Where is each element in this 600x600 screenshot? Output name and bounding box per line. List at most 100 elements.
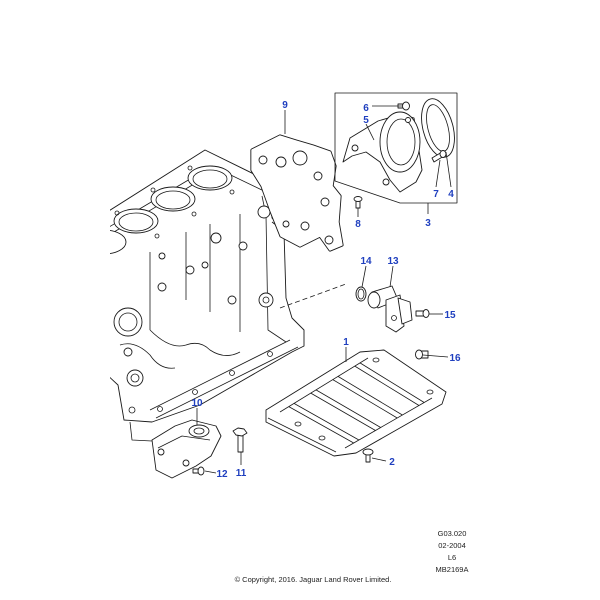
seal-housing-ring [379, 111, 421, 173]
bracket-boss-bore [193, 427, 205, 435]
bolt-head [197, 466, 205, 476]
callout-4: 4 [448, 189, 454, 200]
part-6-bolt [397, 101, 410, 111]
part-10-bracket [151, 419, 222, 479]
ladder-bolt-hole [318, 435, 326, 441]
bracket-edge [157, 435, 211, 449]
seal-outer [421, 98, 455, 158]
gasket-hole [292, 150, 308, 166]
callout-11: 11 [236, 468, 247, 479]
sensor-connector [397, 297, 413, 325]
ladder-frame-outline [265, 349, 447, 457]
gasket-hole [258, 155, 268, 165]
block-boss [227, 295, 237, 305]
diagram-footer: G03.020 02-2004 L6 MB2169A © Copyright, … [235, 529, 469, 584]
seal-housing-hole [382, 178, 390, 186]
leader-2 [371, 457, 387, 462]
bolt-head [353, 196, 363, 202]
lower-flange-edge [149, 339, 291, 411]
block-boss [126, 369, 144, 387]
ladder-cross-member [288, 403, 360, 444]
gasket-hole [324, 235, 334, 245]
ladder-bolt-hole [372, 357, 380, 363]
bracket-location-line [129, 421, 153, 442]
ladder-front-rail [279, 357, 369, 413]
bracket-hole [182, 459, 190, 467]
deck-bolt-hole [191, 211, 197, 217]
part-15-bolt [415, 309, 430, 318]
crankcase-curve [119, 343, 176, 369]
leader-14 [361, 265, 367, 288]
bolt-head [362, 448, 374, 456]
leader-16 [422, 354, 449, 358]
callout-14: 14 [360, 256, 372, 267]
gasket-hole [313, 171, 323, 181]
bolt-head [402, 101, 410, 111]
diagram-date: 02-2004 [438, 541, 466, 550]
ladder-cross-member [310, 389, 381, 431]
deck-bolt-hole [114, 210, 120, 216]
cylinder-wall-1 [192, 169, 228, 189]
lower-flange-edge [155, 346, 299, 419]
flange-hole [267, 351, 273, 357]
leader-12 [204, 470, 217, 474]
part-4-seal [421, 98, 455, 158]
bolt-head [422, 309, 430, 318]
bolt-head [439, 150, 447, 158]
block-boss [238, 241, 248, 251]
callout-6: 6 [363, 103, 369, 114]
sensor-location-line [279, 283, 347, 309]
deck-bolt-hole [229, 189, 235, 195]
ladder-bolt-hole [426, 389, 434, 395]
callout-7: 7 [433, 189, 439, 200]
gasket-hole [320, 197, 330, 207]
part-12-bolt [192, 466, 205, 476]
part-7-bolt [431, 150, 447, 163]
bearing-opening-inner [118, 312, 138, 332]
seal-housing-hole [351, 144, 359, 152]
bracket-hole [157, 448, 165, 456]
gasket-hole [275, 156, 287, 168]
sensor-face [367, 291, 381, 309]
block-boss [158, 252, 166, 260]
engine-block [110, 149, 305, 423]
block-boss [185, 265, 195, 275]
sensor-port-bore [262, 296, 270, 304]
block-boss [201, 261, 209, 269]
gasket-inner-line [251, 135, 343, 251]
flange-hole [157, 406, 163, 412]
block-boss-bore [130, 373, 140, 383]
rear-face-edge [261, 195, 287, 343]
cylinder-bore-4 [110, 230, 127, 254]
callout-12: 12 [216, 469, 228, 480]
plug-head [415, 349, 423, 360]
bearing-opening [113, 307, 143, 337]
flange-hole [192, 389, 198, 395]
callout-15: 15 [444, 310, 456, 321]
diagram-reference: MB2169A [436, 565, 469, 574]
part-11-bolt [232, 427, 248, 453]
o-ring-inner [357, 288, 365, 300]
callout-9: 9 [282, 100, 288, 111]
part-3-kit-bracket [334, 92, 458, 204]
cylinder-wall-2 [155, 190, 191, 210]
leader-5 [365, 123, 375, 141]
crankcase-curve [149, 329, 241, 356]
sensor-port [258, 292, 274, 308]
callout-3: 3 [425, 218, 431, 229]
diagram-model: L6 [448, 553, 456, 562]
callout-10: 10 [191, 398, 203, 409]
part-16-plug [415, 349, 429, 360]
callout-1: 1 [343, 337, 349, 348]
part-9-gasket [250, 134, 344, 252]
callout-16: 16 [449, 353, 461, 364]
seal-housing-bore [386, 118, 416, 166]
part-8-bolt [353, 196, 363, 209]
flange-hole [128, 406, 136, 414]
copyright-notice: © Copyright, 2016. Jaguar Land Rover Lim… [235, 575, 392, 584]
deck-bolt-hole [154, 233, 160, 239]
deck-bolt-hole [187, 165, 193, 171]
callout-2: 2 [389, 457, 395, 468]
